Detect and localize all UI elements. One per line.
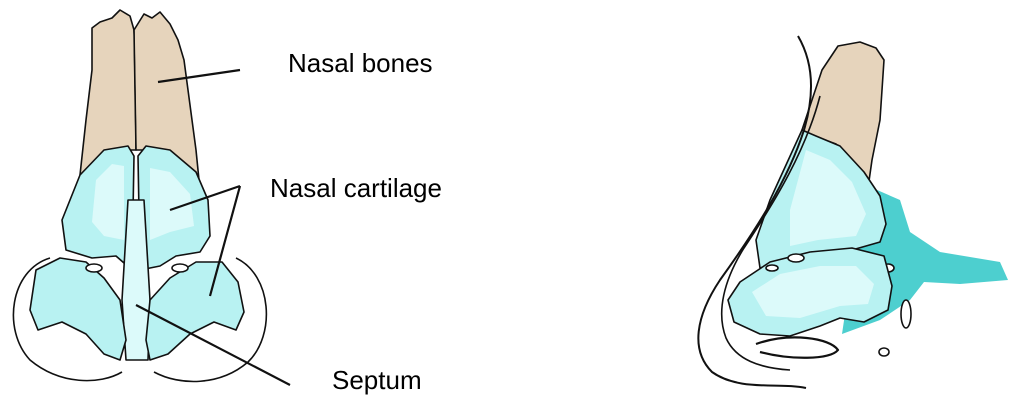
label-nasal-bones: Nasal bones: [288, 50, 433, 76]
front-nostril-gap-right: [172, 264, 188, 272]
side-cartilage-gap-1: [788, 254, 804, 262]
front-alar-cartilage-left: [30, 258, 126, 360]
label-septum: Septum: [332, 367, 422, 393]
side-tissue-spot-2: [901, 300, 911, 328]
label-nasal-cartilage: Nasal cartilage: [270, 175, 442, 201]
side-tissue-spot-3: [879, 348, 889, 356]
front-alar-cartilage-right: [146, 262, 244, 360]
side-nostril: [756, 337, 838, 357]
side-cartilage-gap-2: [766, 265, 778, 271]
side-view: [698, 36, 1008, 388]
front-view: [13, 10, 266, 381]
front-nostril-gap-left: [86, 264, 102, 272]
